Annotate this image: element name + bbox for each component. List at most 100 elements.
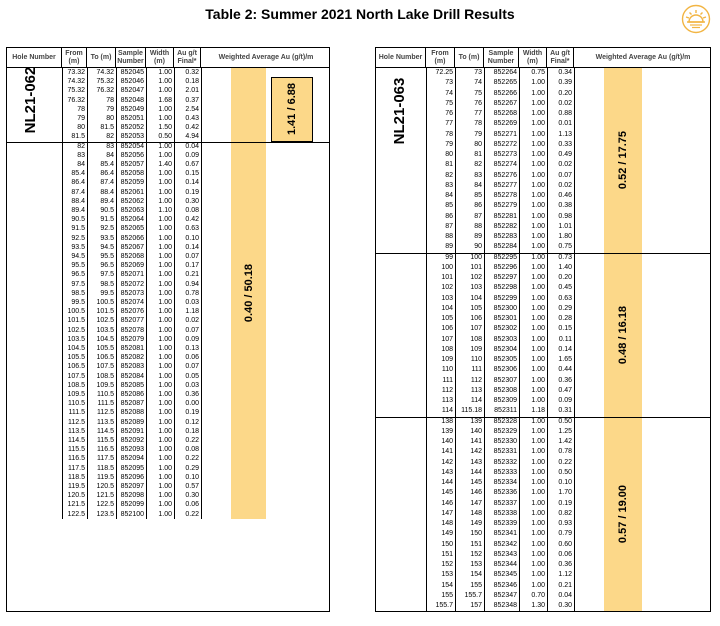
header-sample-number: Sample Number [484,48,519,68]
cell-from: 80 [77,124,85,132]
cell-from: 79 [445,140,453,148]
cell-width: 1.00 [158,197,172,205]
cell-from: 155 [441,591,453,599]
cell-to: 77 [474,110,482,117]
cell-width: 1.00 [158,317,172,325]
cell-from: 90.5 [71,216,85,224]
cell-width: 1.00 [158,216,172,224]
cell-to: 110.5 [97,391,114,398]
cell-width: 1.00 [531,222,545,230]
cell-au-grade: 0.75 [558,243,572,251]
cell-width: 1.00 [531,212,545,220]
cell-to: 121.5 [96,492,114,500]
cell-au-grade: 0.50 [558,468,572,476]
cell-sample-number: 852332 [493,458,517,466]
cell-to: 101 [470,263,482,271]
cell-to: 149 [470,520,482,527]
cell-width: 1.00 [531,304,545,312]
cell-width: 1.00 [158,243,172,251]
cell-from: 143 [441,468,453,476]
column-divider [547,68,548,612]
cell-to: 122.5 [96,501,114,509]
header-au-final: Au g/t Final* [174,48,201,68]
cell-sample-number: 852330 [493,438,517,445]
cell-sample-number: 852045 [120,69,144,76]
cell-width: 1.00 [531,110,545,117]
table-header: Hole Number From (m) To (m) Sample Numbe… [7,48,329,68]
cell-from: 109 [441,356,453,363]
cell-au-grade: 0.15 [185,170,199,178]
cell-from: 140 [441,438,453,445]
cell-width: 1.40 [158,161,172,168]
cell-to: 83 [106,142,114,150]
cell-to: 95.5 [100,253,114,260]
cell-from: 98.5 [71,289,85,297]
cell-au-grade: 0.06 [558,550,572,558]
cell-au-grade: 0.47 [558,386,572,394]
cell-au-grade: 0.49 [558,151,572,158]
cell-from: 102 [441,284,453,292]
cell-sample-number: 852343 [493,550,517,558]
cell-sample-number: 852341 [493,530,517,538]
column-divider [174,68,175,519]
cell-to: 106 [470,315,482,322]
cell-au-grade: 0.20 [558,274,572,281]
cell-to: 113.5 [97,418,114,426]
cell-au-grade: 0.73 [558,253,572,261]
cell-width: 1.00 [158,69,172,76]
cell-au-grade: 0.33 [558,140,572,148]
cell-au-grade: 0.42 [185,216,199,224]
cell-to: 87 [474,212,482,220]
cell-sample-number: 852331 [493,448,517,456]
cell-au-grade: 0.17 [185,262,199,270]
cell-to: 76.32 [96,87,114,95]
cell-sample-number: 852094 [120,455,144,463]
cell-to: 104.5 [96,335,114,343]
cell-sample-number: 852334 [493,479,517,486]
cell-sample-number: 852336 [493,489,517,497]
cell-width: 1.00 [531,253,545,261]
cell-au-grade: 0.29 [185,464,199,472]
cell-au-grade: 0.79 [558,530,572,538]
cell-sample-number: 852082 [120,354,144,362]
cell-to: 88.4 [100,188,114,196]
cell-to: 78 [106,96,114,104]
cell-sample-number: 852342 [493,540,517,548]
cell-width: 1.00 [531,417,545,425]
cell-to: 84 [106,151,114,159]
cell-to: 93.5 [100,234,114,242]
cell-sample-number: 852282 [493,222,517,230]
cell-to: 83 [474,171,482,179]
cell-to: 79 [106,105,114,113]
cell-to: 148 [470,509,482,517]
cell-sample-number: 852347 [493,591,517,599]
cell-sample-number: 852093 [120,446,144,454]
cell-width: 1.00 [531,397,545,404]
cell-au-grade: 1.40 [558,263,572,271]
cell-au-grade: 0.02 [558,181,572,189]
cell-width: 1.00 [158,363,172,371]
cell-sample-number: 852092 [120,437,144,444]
cell-to: 86 [474,202,482,210]
cell-au-grade: 2.01 [185,87,199,95]
cell-sample-number: 852083 [120,363,144,371]
cell-from: 85.4 [71,170,85,178]
cell-width: 1.00 [158,446,172,454]
cell-sample-number: 852338 [493,509,517,517]
